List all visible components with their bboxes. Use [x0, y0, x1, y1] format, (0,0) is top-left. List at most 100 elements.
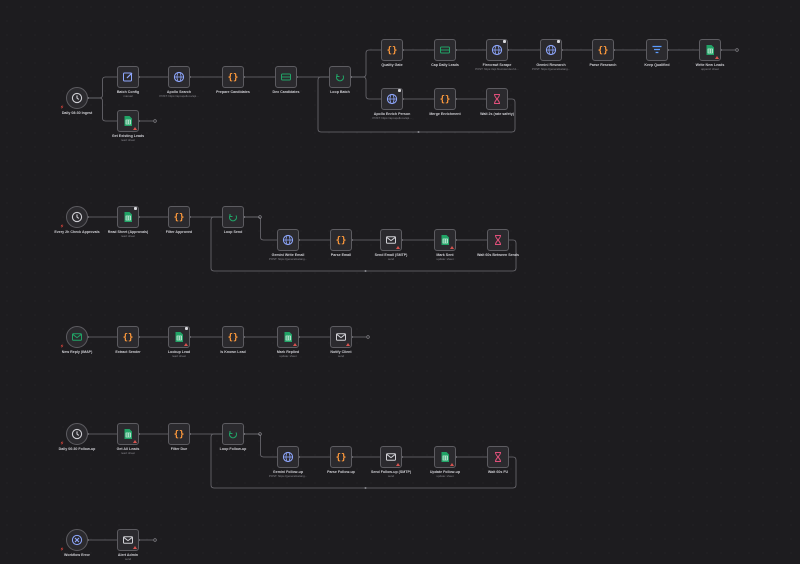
connection-midpoint[interactable] [417, 131, 420, 133]
svg-text:{}: {} [228, 333, 239, 343]
pin-badge-icon [557, 40, 560, 43]
node-label: Daily 08:30 Ingest [61, 111, 93, 115]
node-label: Dex Candidates [272, 90, 300, 94]
node-wait-2s-rate-safety[interactable] [486, 88, 508, 110]
svg-text:{}: {} [440, 95, 451, 105]
loop-connection-f9-f4[interactable] [210, 433, 517, 489]
connection-midpoint[interactable] [364, 270, 367, 272]
connection-n7-n15[interactable] [351, 76, 381, 100]
node-mark-replied[interactable] [277, 326, 299, 348]
node-label: Parse Research [589, 63, 617, 67]
node-new-reply-imap[interactable] [66, 326, 88, 348]
node-gemini-follow-up[interactable] [277, 446, 299, 468]
connection-m4-m5[interactable] [244, 216, 277, 241]
loop-connection-n17-n7[interactable] [317, 76, 516, 133]
svg-text:{}: {} [123, 333, 134, 343]
node-label: Is Known Lead [220, 350, 246, 354]
node-firecrawl-scrape[interactable] [486, 39, 508, 61]
svg-text:{}: {} [174, 430, 185, 440]
node-label: Notify Client [330, 350, 352, 354]
node-cap-daily-leads[interactable] [434, 39, 456, 61]
add-node-handle[interactable] [258, 215, 262, 219]
loop-icon [227, 211, 239, 223]
trigger-bolt-icon [60, 96, 64, 109]
node-alert-admin[interactable] [117, 529, 139, 551]
connection-n1-n3[interactable] [88, 97, 117, 122]
node-extract-sender[interactable]: {} [117, 326, 139, 348]
node-batch-config[interactable] [117, 66, 139, 88]
connection-midpoint[interactable] [364, 487, 367, 489]
node-apollo-search[interactable] [168, 66, 190, 88]
add-node-handle[interactable] [258, 432, 262, 436]
node-label: Parse Email [330, 253, 352, 257]
globe-icon [282, 451, 294, 463]
node-label: Alert Admin [117, 553, 139, 557]
clock-icon [71, 428, 83, 440]
node-is-known-lead[interactable]: {} [222, 326, 244, 348]
node-parse-email[interactable]: {} [330, 229, 352, 251]
node-get-existing-leads[interactable] [117, 110, 139, 132]
node-parse-follow-up[interactable]: {} [330, 446, 352, 468]
node-label: Batch Config [116, 90, 140, 94]
node-subtitle: POST: https://api.apollo.io/api... [372, 116, 412, 120]
add-node-handle[interactable] [153, 538, 157, 542]
node-dex-candidates[interactable] [275, 66, 297, 88]
node-mark-sent[interactable] [434, 229, 456, 251]
node-filter-approved[interactable]: {} [168, 206, 190, 228]
node-label: Quality Gate [381, 63, 403, 67]
node-read-sheet-approvals[interactable] [117, 206, 139, 228]
node-daily-08-30-ingest[interactable] [66, 87, 88, 109]
node-wait-60s-between-sends[interactable] [487, 229, 509, 251]
node-loop-send[interactable] [222, 206, 244, 228]
node-gemini-write-email[interactable] [277, 229, 299, 251]
sheets-icon [173, 331, 185, 343]
node-label: Cap Daily Leads [431, 63, 459, 67]
node-label: Update Follow-up [429, 470, 461, 474]
node-lookup-lead[interactable] [168, 326, 190, 348]
node-loop-batch[interactable] [329, 66, 351, 88]
node-apollo-enrich-person[interactable] [381, 88, 403, 110]
node-keep-qualified[interactable] [646, 39, 668, 61]
warning-icon [346, 343, 350, 346]
sheets-icon [439, 451, 451, 463]
add-node-handle[interactable] [366, 335, 370, 339]
node-merge-enrichment[interactable]: {} [434, 88, 456, 110]
node-workflow-error[interactable] [66, 529, 88, 551]
node-prepare-candidates[interactable]: {} [222, 66, 244, 88]
node-gemini-research[interactable] [540, 39, 562, 61]
node-label: Wait 2s (rate safety) [480, 112, 514, 116]
node-label: Daily 06:30 Follow-up [58, 447, 96, 451]
clock-icon [71, 211, 83, 223]
node-update-follow-up[interactable] [434, 446, 456, 468]
node-send-email-smtp[interactable] [380, 229, 402, 251]
node-wait-60s-fu[interactable] [487, 446, 509, 468]
trigger-bolt-icon [60, 335, 64, 348]
connection-f4-f5[interactable] [244, 433, 277, 458]
trigger-bolt-icon [60, 215, 64, 228]
node-filter-due[interactable]: {} [168, 423, 190, 445]
node-daily-06-30-follow-up[interactable] [66, 423, 88, 445]
edit-icon [122, 71, 134, 83]
node-label: Extract Sender [115, 350, 141, 354]
code-braces-icon: {} [227, 71, 239, 83]
node-subtitle: read: sheet [172, 354, 186, 358]
code-braces-icon: {} [122, 331, 134, 343]
node-send-follow-up-smtp[interactable] [380, 446, 402, 468]
node-parse-research[interactable]: {} [592, 39, 614, 61]
node-label: Mark Replied [276, 350, 300, 354]
node-quality-gate[interactable]: {} [381, 39, 403, 61]
node-every-2h-check-approvals[interactable] [66, 206, 88, 228]
loop-connection-m9-m4[interactable] [210, 216, 517, 272]
node-loop-follow-up[interactable] [222, 423, 244, 445]
node-get-all-leads[interactable] [117, 423, 139, 445]
add-node-handle[interactable] [735, 48, 739, 52]
node-label: Wait 60s FU [487, 470, 509, 474]
code-braces-icon: {} [335, 234, 347, 246]
node-label: Apollo Enrich Person [373, 112, 411, 116]
add-node-handle[interactable] [153, 119, 157, 123]
node-subtitle: POST: https://generativelang... [532, 67, 570, 71]
node-notify-client[interactable] [330, 326, 352, 348]
sheets-icon [122, 428, 134, 440]
node-write-new-leads[interactable] [699, 39, 721, 61]
